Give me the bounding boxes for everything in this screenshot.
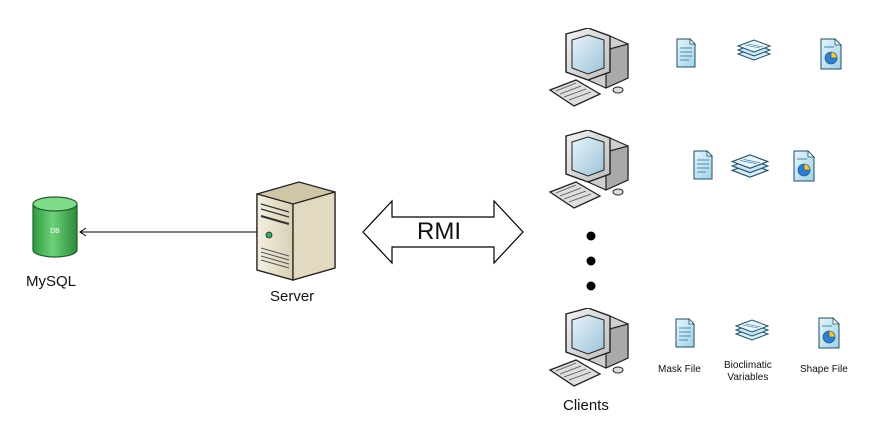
mask-file-icon xyxy=(675,318,695,348)
bioclimatic-label-line2: Variables xyxy=(727,372,769,383)
bioclimatic-variables-icon xyxy=(734,318,770,342)
shape-file-icon xyxy=(793,150,815,182)
bioclimatic-variables-icon xyxy=(730,152,770,180)
bioclimatic-variables-label: Bioclimatic Variables xyxy=(724,360,772,384)
database-icon: DB xyxy=(32,196,78,258)
database-label: MySQL xyxy=(26,273,77,290)
client-computer-icon xyxy=(548,130,633,210)
client-computer-icon xyxy=(548,28,633,108)
bioclimatic-label-line1: Bioclimatic xyxy=(724,360,772,371)
server-icon xyxy=(256,181,336,281)
mask-file-icon xyxy=(676,38,696,68)
rmi-double-arrow xyxy=(362,199,524,265)
database-text: DB xyxy=(50,228,60,235)
mask-file-icon xyxy=(693,150,713,180)
client-computer-icon xyxy=(548,308,633,388)
mask-file-label: Mask File xyxy=(658,364,701,375)
bioclimatic-variables-icon xyxy=(736,38,772,62)
shape-file-icon xyxy=(818,317,840,349)
clients-label: Clients xyxy=(563,397,609,414)
rmi-label: RMI xyxy=(417,218,461,245)
server-label: Server xyxy=(270,288,315,305)
more-clients-ellipsis xyxy=(586,231,596,291)
shape-file-label: Shape File xyxy=(800,364,848,375)
db-server-connector xyxy=(79,227,263,237)
shape-file-icon xyxy=(820,38,842,70)
